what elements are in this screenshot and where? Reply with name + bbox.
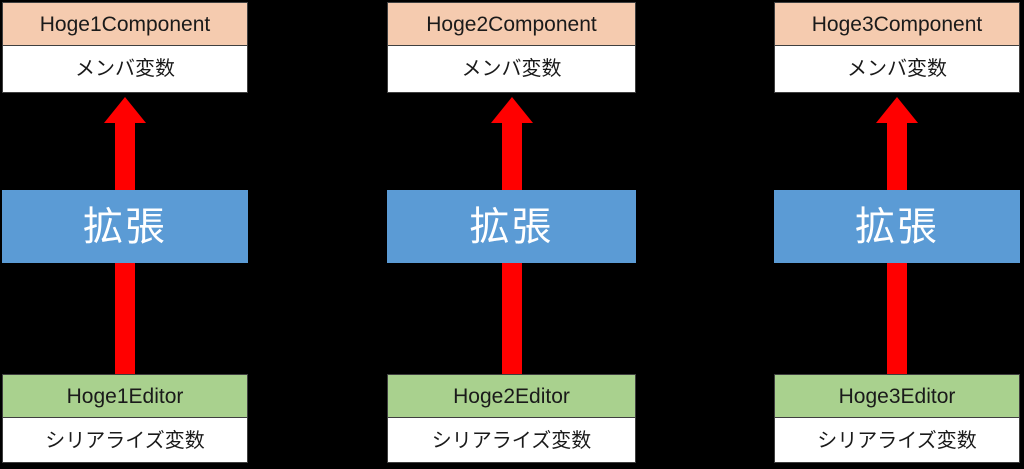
component-card-body-label: メンバ変数 — [461, 56, 562, 80]
diagram-column: Hoge3Component メンバ変数 拡張 Hoge3Editor シリアラ… — [774, 0, 1020, 469]
component-card-body-label: メンバ変数 — [75, 56, 175, 80]
extension-band-label: 拡張 — [83, 203, 167, 250]
editor-card-body-label: シリアライズ変数 — [817, 428, 977, 452]
editor-card-header: Hoge2Editor — [388, 375, 635, 418]
extension-band-label: 拡張 — [855, 203, 939, 250]
extension-band: 拡張 — [774, 190, 1020, 263]
editor-card: Hoge3Editor シリアライズ変数 — [774, 374, 1020, 463]
editor-card-title: Hoge3Editor — [838, 384, 956, 408]
component-card-body-label: メンバ変数 — [847, 56, 947, 80]
component-card-header: Hoge1Component — [3, 3, 247, 46]
extension-band: 拡張 — [387, 190, 636, 263]
editor-card-body: シリアライズ変数 — [3, 418, 247, 462]
component-card: Hoge2Component メンバ変数 — [387, 2, 636, 93]
editor-card-body: シリアライズ変数 — [388, 418, 635, 462]
editor-card-header: Hoge1Editor — [3, 375, 247, 418]
component-card-title: Hoge3Component — [811, 12, 983, 36]
editor-card-body-label: シリアライズ変数 — [45, 428, 205, 452]
component-card-title: Hoge2Component — [426, 12, 597, 36]
extension-band: 拡張 — [2, 190, 248, 263]
component-card: Hoge3Component メンバ変数 — [774, 2, 1020, 93]
component-card-body: メンバ変数 — [3, 46, 247, 90]
editor-card-header: Hoge3Editor — [775, 375, 1019, 418]
editor-card-body: シリアライズ変数 — [775, 418, 1019, 462]
component-card-body: メンバ変数 — [388, 46, 635, 90]
editor-card-title: Hoge2Editor — [453, 384, 570, 408]
component-card-header: Hoge2Component — [388, 3, 635, 46]
diagram-column: Hoge1Component メンバ変数 拡張 Hoge1Editor シリアラ… — [2, 0, 248, 469]
component-card-body: メンバ変数 — [775, 46, 1019, 90]
editor-card: Hoge2Editor シリアライズ変数 — [387, 374, 636, 463]
extension-band-label: 拡張 — [469, 203, 554, 250]
component-card: Hoge1Component メンバ変数 — [2, 2, 248, 93]
component-card-header: Hoge3Component — [775, 3, 1019, 46]
editor-card: Hoge1Editor シリアライズ変数 — [2, 374, 248, 463]
editor-card-title: Hoge1Editor — [66, 384, 184, 408]
editor-card-body-label: シリアライズ変数 — [431, 428, 592, 452]
diagram-column: Hoge2Component メンバ変数 拡張 Hoge2Editor シリアラ… — [387, 0, 636, 469]
component-card-title: Hoge1Component — [39, 12, 211, 36]
